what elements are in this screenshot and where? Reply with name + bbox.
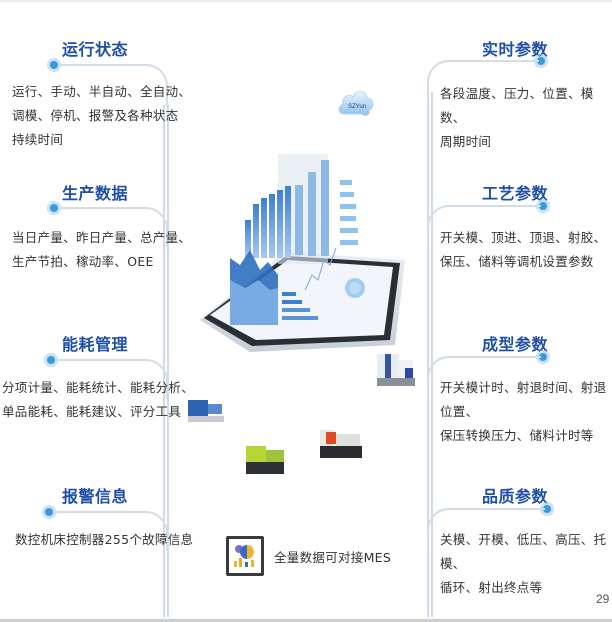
node-dot-icon [47, 356, 55, 364]
page-number: 29 [596, 592, 610, 606]
section-title: 报警信息 [62, 487, 129, 506]
mes-label: 全量数据可对接MES [274, 549, 392, 565]
node-dot-icon [539, 353, 547, 361]
injection-machine-image [318, 426, 364, 466]
node-dot-icon [45, 508, 53, 516]
node-dot-icon [539, 202, 547, 210]
section-description: 运行、手动、半自动、全自动、 调模、停机、报警及各种状态 持续时间 [12, 84, 192, 147]
node-dot-icon [50, 61, 58, 69]
section-title: 成型参数 [482, 335, 549, 354]
injection-machine-image [186, 396, 226, 426]
section-title: 生产数据 [62, 184, 129, 203]
right-connector-line [427, 92, 433, 617]
section-description: 关模、开模、低压、高压、托模、 循环、射出终点等 [440, 532, 607, 595]
section-title: 运行状态 [62, 40, 129, 59]
connector-curve [55, 359, 168, 399]
section-title: 能耗管理 [62, 335, 129, 354]
connector-curve [58, 64, 168, 108]
section-description: 当日产量、昨日产量、总产量、 生产节拍、稼动率、OEE [12, 230, 192, 269]
section-description: 数控机床控制器255个故障信息 [15, 532, 194, 547]
section-description: 各段温度、压力、位置、模数、 周期时间 [440, 86, 594, 149]
node-dot-icon [543, 505, 551, 513]
connector-curve [58, 207, 168, 247]
cloud-icon: SZYun [336, 84, 376, 120]
section-description: 分项计量、能耗统计、能耗分析、 单品能耗、能耗建议、评分工具 [2, 380, 195, 419]
report-icon [226, 536, 264, 576]
injection-machine-image [244, 440, 288, 480]
connector-curve [427, 205, 541, 245]
connector-curve [53, 511, 168, 551]
tablet-dashboard-image [190, 140, 415, 355]
section-title: 实时参数 [482, 40, 549, 59]
section-description: 开关模计时、射退时间、射退位置、 保压转换压力、储料计时等 [440, 380, 607, 443]
node-dot-icon [537, 57, 545, 65]
mes-integration-row: 全量数据可对接MES [226, 536, 391, 576]
connector-curve [427, 508, 545, 548]
node-dot-icon [50, 204, 58, 212]
section-title: 工艺参数 [482, 184, 549, 203]
section-description: 开关模、顶进、顶退、射胶、 保压、储料等调机设置参数 [440, 230, 607, 269]
bottom-border [0, 619, 612, 622]
top-border [0, 0, 612, 2]
injection-machine-image [375, 350, 417, 394]
connector-curve [427, 356, 541, 396]
left-connector-line [163, 105, 169, 617]
svg-text:SZYun: SZYun [348, 104, 366, 110]
section-title: 品质参数 [482, 487, 549, 506]
connector-curve [427, 60, 539, 100]
